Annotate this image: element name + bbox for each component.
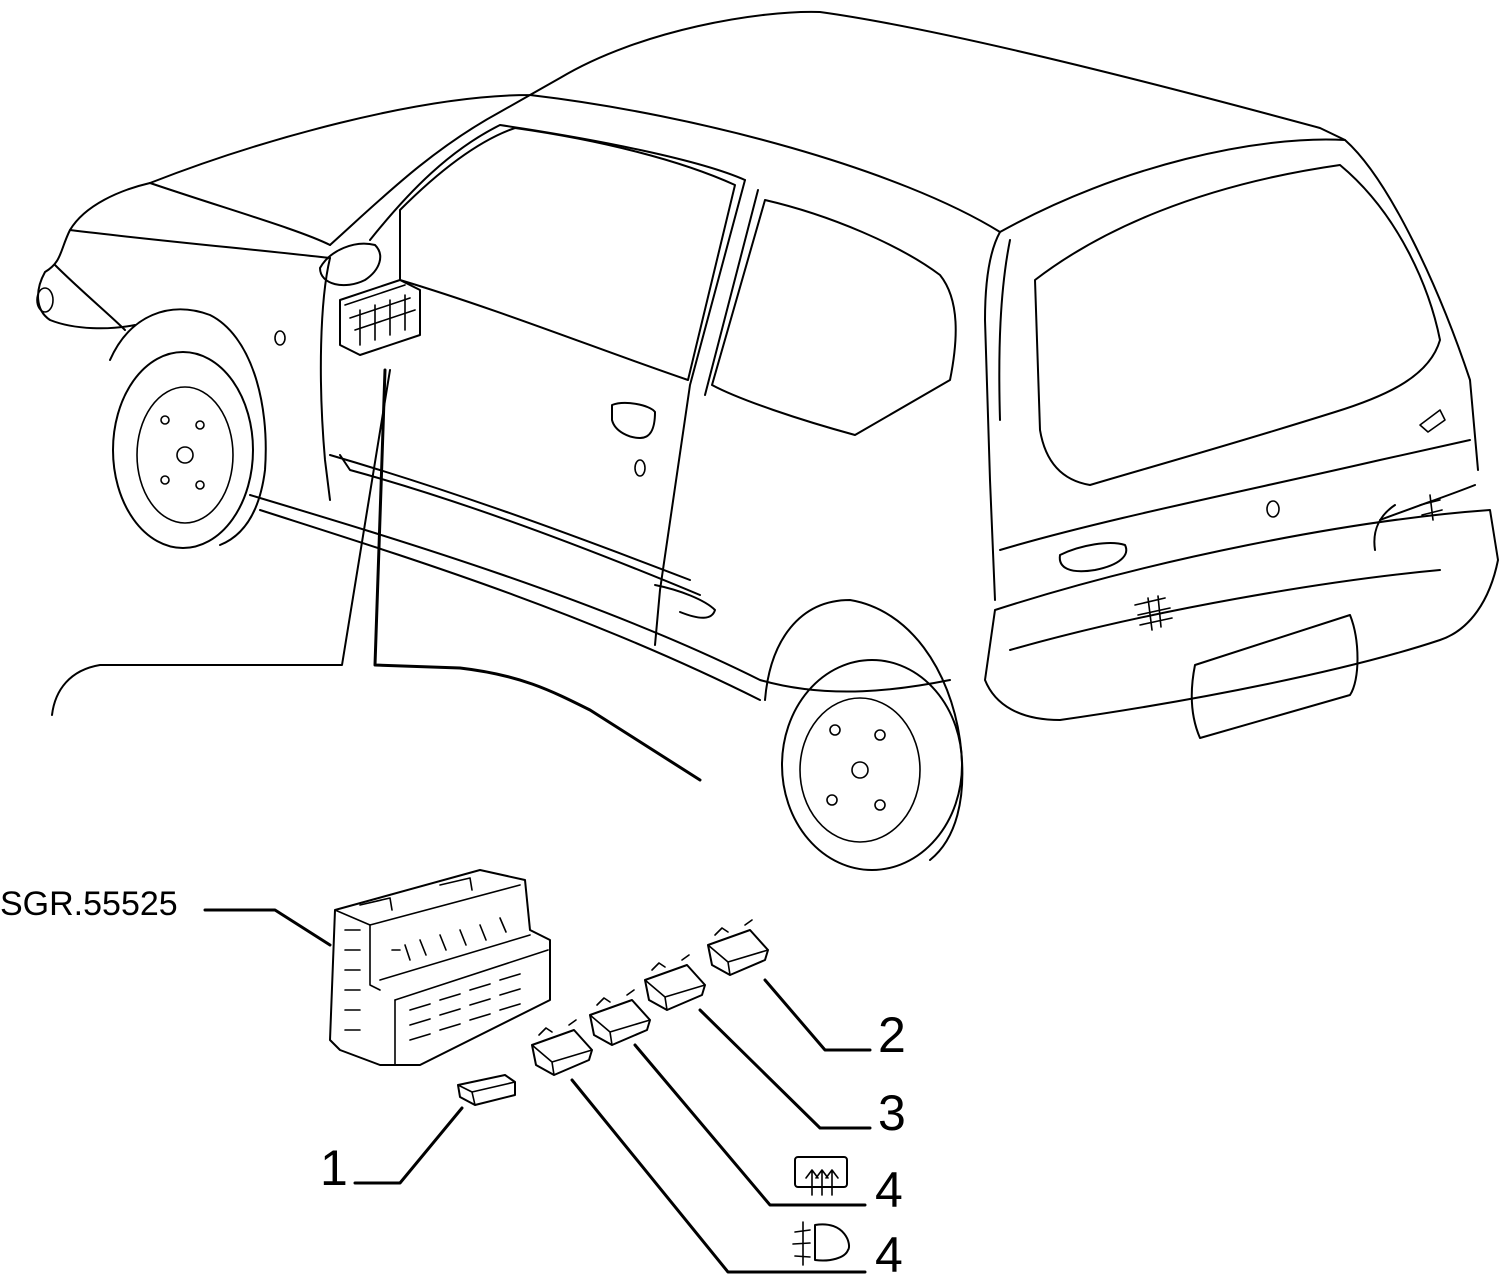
callout-label-1: 1 — [320, 1140, 348, 1196]
callout-label-3: 3 — [878, 1085, 906, 1141]
detail-leader-lines — [51, 368, 702, 782]
car-illustration — [36, 10, 1499, 871]
relay-part-4-defrost — [589, 989, 651, 1046]
relay-part-2 — [707, 919, 769, 976]
callout-label-4-defrost: 4 — [875, 1162, 903, 1218]
fuse-part-1 — [457, 1074, 516, 1106]
relay-part-3 — [644, 954, 706, 1011]
fuse-box-unit — [329, 869, 551, 1066]
part-leader-lines — [203, 908, 872, 1274]
callout-label-4-fog: 4 — [875, 1227, 903, 1275]
rear-defrost-icon — [794, 1156, 848, 1196]
fuse-box-in-car-icon — [339, 279, 421, 356]
fog-light-icon — [792, 1221, 850, 1266]
callout-label-2: 2 — [878, 1007, 906, 1063]
relay-part-4-fog — [531, 1019, 593, 1076]
code-label: SGR.55525 — [0, 885, 178, 923]
